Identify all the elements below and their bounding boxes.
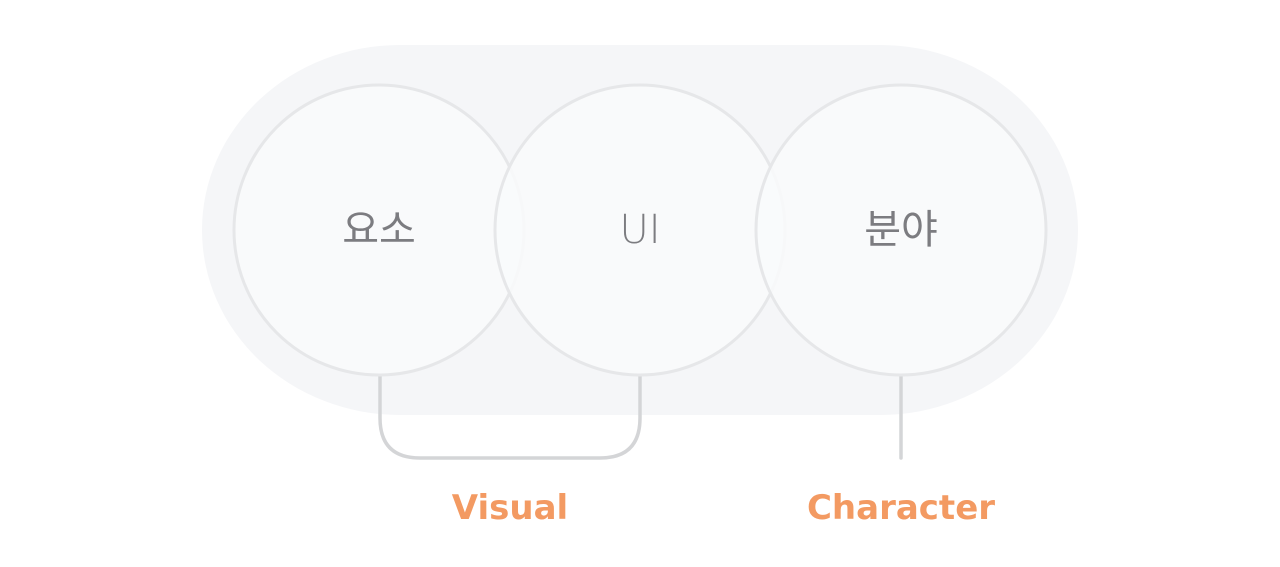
circle-label-ui: UI [619, 207, 660, 253]
circle-field [754, 83, 1048, 377]
circle-label-field: 분야 [864, 207, 938, 253]
circle-label-element: 요소 [342, 207, 416, 253]
group-label-character: Character [807, 488, 995, 528]
group-label-visual: Visual [452, 488, 568, 528]
connector-visual-bracket [378, 374, 642, 460]
